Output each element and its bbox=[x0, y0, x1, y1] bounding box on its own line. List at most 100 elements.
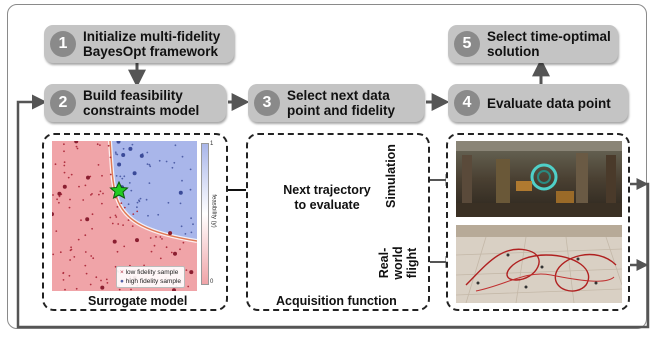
feasible-sample-dot bbox=[190, 217, 193, 220]
legend-low-fidelity: low fidelity sample bbox=[125, 269, 179, 276]
infeasible-sample-dot bbox=[165, 246, 168, 249]
feasible-sample-dot bbox=[138, 199, 140, 202]
feasible-sample-dot bbox=[179, 202, 182, 205]
plot-legend: × low fidelity sample ● high fidelity sa… bbox=[116, 266, 186, 288]
high-fidelity-sample-dot bbox=[100, 285, 105, 290]
infeasible-sample-dot bbox=[109, 216, 112, 219]
infeasible-sample-dot bbox=[159, 236, 162, 238]
infeasible-sample-dot bbox=[131, 225, 134, 227]
infeasible-sample-dot bbox=[122, 224, 124, 226]
infeasible-sample-dot bbox=[116, 250, 119, 253]
high-fidelity-sample-dot bbox=[74, 141, 79, 144]
acquisition-function-panel bbox=[246, 133, 430, 311]
feasible-sample-dot bbox=[115, 153, 117, 155]
step-label: Select time-optimal solution bbox=[487, 29, 611, 59]
feasible-sample-dot bbox=[149, 165, 152, 168]
feasible-sample-dot bbox=[189, 168, 192, 171]
selected-point-star-icon bbox=[109, 180, 129, 199]
infeasible-sample-dot bbox=[62, 279, 65, 281]
high-fidelity-sample-dot bbox=[178, 190, 183, 195]
infeasible-sample-dot bbox=[116, 206, 119, 208]
infeasible-sample-dot bbox=[58, 195, 61, 198]
infeasible-sample-dot bbox=[55, 230, 58, 232]
infeasible-sample-dot bbox=[153, 244, 156, 247]
acquisition-function-caption: Acquisition function bbox=[276, 294, 397, 308]
infeasible-sample-dot bbox=[84, 184, 87, 187]
infeasible-sample-dot bbox=[123, 245, 126, 248]
step-label: Build feasibility constraints model bbox=[83, 88, 200, 118]
infeasible-sample-dot bbox=[64, 288, 66, 291]
feasible-sample-dot bbox=[189, 188, 192, 191]
infeasible-sample-dot bbox=[143, 264, 145, 267]
infeasible-sample-dot bbox=[89, 283, 92, 286]
high-fidelity-sample-dot bbox=[132, 171, 137, 176]
feasible-sample-dot bbox=[192, 223, 194, 226]
real-world-flight-label: Real-world flight bbox=[377, 246, 419, 280]
legend-high-fidelity: high fidelity sample bbox=[125, 278, 182, 285]
infeasible-sample-dot bbox=[97, 164, 100, 166]
feasible-sample-dot bbox=[115, 175, 118, 177]
step-number: 5 bbox=[454, 31, 480, 57]
infeasible-sample-dot bbox=[117, 223, 120, 225]
infeasible-sample-dot bbox=[70, 248, 73, 251]
high-fidelity-sample-dot bbox=[57, 191, 62, 196]
high-fidelity-sample-dot bbox=[128, 146, 133, 151]
feasible-sample-dot bbox=[165, 160, 168, 163]
step-2-box: 2 Build feasibility constraints model bbox=[44, 84, 226, 122]
feasible-sample-dot bbox=[145, 198, 148, 201]
infeasible-sample-dot bbox=[75, 145, 78, 148]
infeasible-sample-dot bbox=[85, 272, 88, 275]
high-fidelity-sample-dot bbox=[168, 231, 173, 236]
step-number: 4 bbox=[454, 90, 480, 116]
infeasible-sample-dot bbox=[120, 202, 123, 205]
step-number: 1 bbox=[50, 31, 76, 57]
infeasible-sample-dot bbox=[99, 144, 101, 146]
colorbar bbox=[201, 143, 209, 285]
step-number: 2 bbox=[50, 90, 76, 116]
infeasible-sample-dot bbox=[98, 193, 100, 196]
infeasible-sample-dot bbox=[132, 213, 135, 215]
feasible-sample-dot bbox=[114, 151, 117, 154]
infeasible-sample-dot bbox=[106, 282, 109, 284]
infeasible-sample-dot bbox=[68, 274, 71, 277]
infeasible-sample-dot bbox=[63, 143, 65, 146]
feasible-sample-dot bbox=[158, 159, 161, 162]
infeasible-sample-dot bbox=[107, 144, 110, 147]
colorbar-axis-label: feasibility (y) bbox=[210, 194, 217, 228]
infeasible-sample-dot bbox=[161, 238, 163, 240]
feasible-sample-dot bbox=[119, 175, 122, 178]
high-fidelity-sample-dot bbox=[86, 175, 90, 180]
infeasible-sample-dot bbox=[179, 248, 181, 251]
infeasible-sample-dot bbox=[102, 192, 104, 195]
infeasible-sample-dot bbox=[69, 198, 71, 201]
infeasible-sample-dot bbox=[95, 276, 98, 279]
high-fidelity-sample-dot bbox=[85, 217, 90, 222]
high-fidelity-sample-dot bbox=[135, 238, 139, 243]
feasible-sample-dot bbox=[136, 206, 138, 209]
feasible-sample-dot bbox=[148, 182, 151, 184]
infeasible-sample-dot bbox=[105, 278, 108, 281]
infeasible-sample-dot bbox=[82, 199, 85, 201]
feasible-sample-dot bbox=[180, 225, 183, 228]
high-fidelity-sample-dot bbox=[139, 153, 144, 158]
infeasible-sample-dot bbox=[109, 173, 112, 176]
infeasible-sample-dot bbox=[109, 156, 112, 159]
feasible-sample-dot bbox=[190, 231, 193, 234]
infeasible-sample-dot bbox=[84, 251, 87, 253]
feasible-sample-dot bbox=[184, 233, 187, 235]
real-world-image bbox=[456, 225, 622, 303]
infeasible-sample-dot bbox=[130, 288, 132, 291]
infeasible-sample-dot bbox=[84, 234, 87, 237]
infeasible-sample-dot bbox=[136, 210, 139, 213]
feasible-sample-dot bbox=[122, 147, 125, 150]
simulation-label: Simulation bbox=[384, 144, 398, 208]
infeasible-sample-dot bbox=[52, 253, 55, 256]
high-fidelity-sample-dot bbox=[121, 153, 126, 157]
infeasible-sample-dot bbox=[76, 147, 79, 150]
infeasible-sample-dot bbox=[62, 272, 65, 275]
feasible-sample-dot bbox=[139, 197, 142, 200]
infeasible-sample-dot bbox=[59, 251, 62, 254]
infeasible-sample-dot bbox=[101, 174, 103, 177]
infeasible-sample-dot bbox=[84, 264, 87, 267]
step-label: Initialize multi-fidelity BayesOpt frame… bbox=[83, 29, 221, 59]
